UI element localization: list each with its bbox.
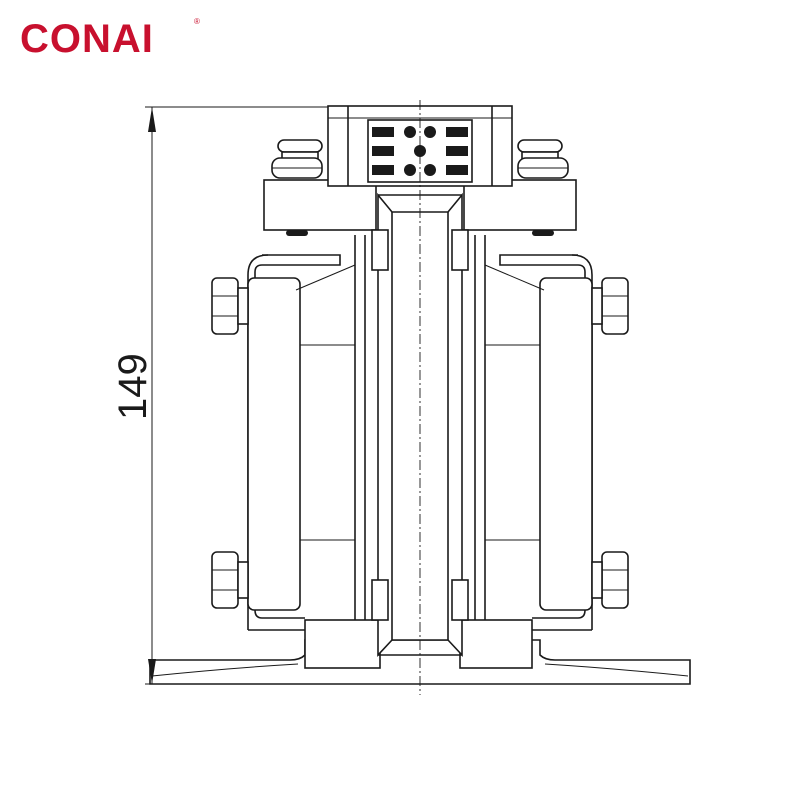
registered-mark: ®	[194, 17, 200, 26]
right-clamp-plate	[463, 179, 577, 231]
right-guide-shoe	[539, 277, 593, 611]
brand-logo-text: CONAI	[20, 17, 154, 61]
base-plate	[149, 619, 691, 685]
right-bolt-top	[591, 277, 629, 335]
dimension-value: 149	[111, 353, 155, 420]
left-clamp-plate	[263, 179, 377, 231]
left-guide-shoe	[247, 277, 301, 611]
left-bolt-bottom	[211, 551, 249, 609]
left-top-screws	[271, 139, 323, 236]
right-bolt-bottom	[591, 551, 629, 609]
left-housing	[247, 235, 366, 631]
left-bolt-top	[211, 277, 249, 335]
right-base-block	[459, 619, 533, 669]
brand-logo: CONAI ®	[20, 17, 200, 61]
right-housing	[474, 235, 593, 631]
left-base-block	[304, 619, 381, 669]
dimension-arrow-top	[148, 107, 156, 132]
right-top-screws	[517, 139, 569, 236]
